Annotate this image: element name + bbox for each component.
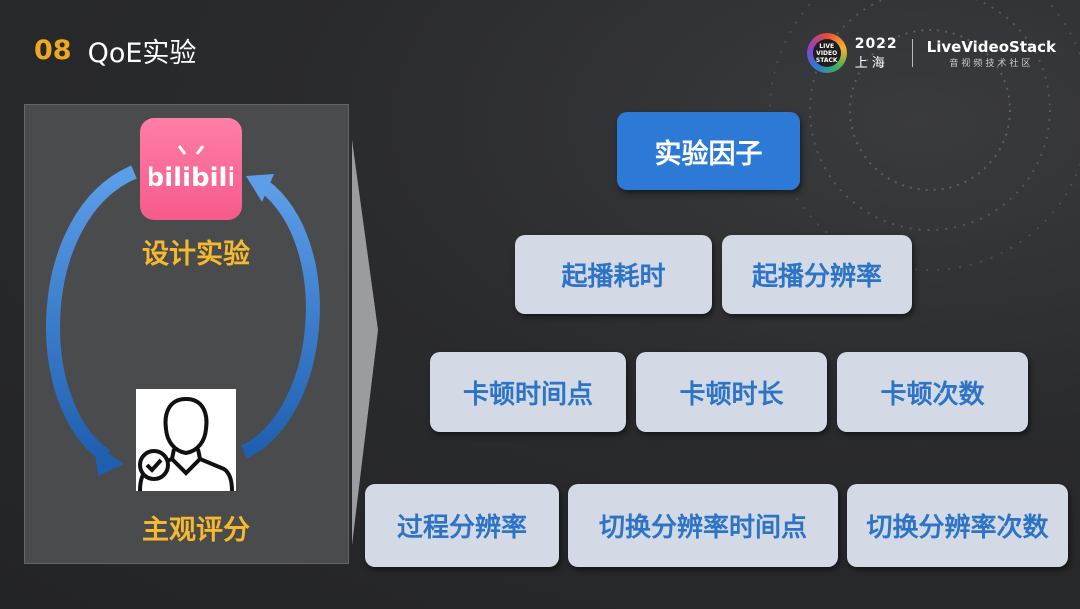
brand-subtitle: 音视频技术社区	[949, 58, 1034, 69]
section-number: 08	[34, 34, 72, 66]
logo-city: 上海	[854, 55, 889, 71]
brand-logo: LiveVideoStack 音视频技术社区	[927, 38, 1056, 69]
logo-year-city: 2022 上海	[855, 36, 898, 71]
factor-switch-resolution-timepoint: 切换分辨率时间点	[568, 484, 838, 567]
cycle-arrows	[46, 165, 320, 476]
svg-text:bilibili: bilibili	[149, 163, 233, 193]
experiment-factors-title: 实验因子	[617, 112, 800, 190]
factor-startup-resolution: 起播分辨率	[722, 235, 912, 314]
logo-year: 2022	[854, 35, 898, 52]
factor-stall-count: 卡顿次数	[837, 352, 1028, 432]
design-experiment-label: 设计实验	[142, 239, 250, 270]
factor-stall-timepoint: 卡顿时间点	[430, 352, 626, 432]
bilibili-logo: bilibili	[149, 145, 233, 193]
factor-startup-time: 起播耗时	[515, 235, 712, 314]
factor-process-resolution: 过程分辨率	[365, 484, 559, 567]
user-check-icon	[136, 389, 236, 492]
logo-divider	[911, 39, 913, 67]
subjective-score-label: 主观评分	[142, 515, 250, 546]
slide-title: QoE实验	[87, 37, 197, 69]
brand-name: LiveVideoStack	[926, 37, 1056, 56]
slide-header: 08 QoE实验	[34, 30, 196, 70]
factor-stall-duration: 卡顿时长	[636, 352, 827, 432]
bilibili-app-icon: bilibili	[140, 118, 242, 220]
factor-switch-resolution-count: 切换分辨率次数	[847, 484, 1068, 567]
